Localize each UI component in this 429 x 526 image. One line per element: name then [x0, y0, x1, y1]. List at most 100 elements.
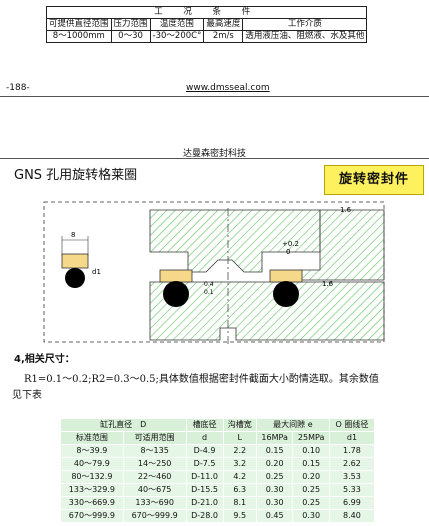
product-title: GNS 孔用旋转格莱圈: [14, 168, 138, 183]
conditions-header: 工作介质: [242, 18, 368, 31]
page-number: -188-: [6, 83, 30, 93]
table-subheader: 25MPa: [292, 431, 330, 445]
table-cell: 5.33: [328, 483, 376, 497]
conditions-table: 工 况 条 件 可提供直径范围 压力范围 温度范围 最高速度 工作介质 8～10…: [45, 6, 368, 43]
table-cell: 0.30: [255, 496, 294, 510]
table-row: 40～79.9 14～250 D-7.5 3.2 0.20 0.15 2.62: [60, 457, 376, 471]
tolerance-label: +0.2: [282, 240, 299, 248]
table-row: 80～132.9 22～460 D-11.0 4.2 0.25 0.20 3.5…: [60, 470, 376, 484]
roughness-label: 1.6: [322, 280, 334, 288]
o-ring-detail: [65, 268, 85, 288]
seal-detail: [61, 253, 89, 269]
table-cell: D-21.0: [185, 496, 224, 510]
conditions-value: -30～200C°: [149, 30, 205, 43]
table-cell: 4.2: [222, 470, 257, 484]
website-link[interactable]: www.dmsseal.com: [186, 83, 270, 93]
table-cell: 40～675: [122, 483, 187, 497]
table-cell: 6.3: [222, 483, 257, 497]
section-heading: 4,相关尺寸：: [14, 354, 75, 365]
table-cell: 670～999.9: [60, 509, 124, 523]
table-cell: D-11.0: [185, 470, 224, 484]
o-ring: [273, 281, 299, 307]
roughness-label: 0.4: [204, 281, 214, 288]
table-cell: 0.45: [255, 509, 294, 523]
table-row: 670～999.9 670～999.9 D-28.0 9.5 0.45 0.30…: [60, 509, 376, 523]
table-subheader: d: [185, 431, 224, 445]
conditions-header: 温度范围: [149, 18, 205, 31]
table-cell: 6.99: [328, 496, 376, 510]
company-name: 达曼森密封科技: [182, 149, 246, 159]
table-cell: 3.53: [328, 470, 376, 484]
table-cell: 2.62: [328, 457, 376, 471]
o-ring: [163, 281, 189, 307]
table-cell: 8～39.9: [60, 444, 124, 458]
dimensions-table: 缸孔直径 D 槽底径 沟槽宽 最大间隙 e O 圈线径 标准范围 可适用范围 d…: [60, 418, 376, 523]
table-cell: 8.40: [328, 509, 376, 523]
table-subheader: 16MPa: [255, 431, 294, 445]
table-cell: 0.30: [255, 483, 294, 497]
table-row: 8～39.9 8～135 D-4.9 2.2 0.15 0.10 1.78: [60, 444, 376, 458]
table-subheader: 可适用范围: [122, 431, 187, 445]
table-row: 133～329.9 40～675 D-15.5 6.3 0.30 0.25 5.…: [60, 483, 376, 497]
table-cell: 1.78: [328, 444, 376, 458]
table-cell: 0.15: [292, 457, 330, 471]
conditions-title: 工 况 条 件: [45, 6, 368, 19]
table-cell: 80～132.9: [60, 470, 124, 484]
brand-badge: 旋转密封件: [324, 165, 424, 195]
conditions-header: 可提供直径范围: [46, 18, 112, 31]
table-cell: D-4.9: [185, 444, 224, 458]
table-subheader: 标准范围: [60, 431, 124, 445]
table-cell: 3.2: [222, 457, 257, 471]
divider: [0, 158, 429, 159]
table-cell: 0.15: [255, 444, 294, 458]
tolerance-label: 0: [286, 248, 290, 256]
table-cell: 0.10: [292, 444, 330, 458]
table-cell: 22～460: [122, 470, 187, 484]
table-cell: 0.20: [255, 457, 294, 471]
shaft-section: [149, 281, 385, 341]
table-subheader: d1: [328, 431, 376, 445]
table-cell: D-7.5: [185, 457, 224, 471]
seal-drawing: 8 d1 1.6 1.6 0.4 0.1 +0.2 0: [43, 201, 385, 346]
glyd-ring: [269, 269, 303, 283]
table-cell: 8～135: [122, 444, 187, 458]
table-header: 槽底径: [185, 418, 224, 432]
table-cell: 133～329.9: [60, 483, 124, 497]
conditions-value: 8～1000mm: [46, 30, 112, 43]
conditions-header: 压力范围: [110, 18, 151, 31]
table-cell: 0.30: [292, 509, 330, 523]
table-header: 最大间隙 e: [255, 418, 330, 432]
table-cell: 0.25: [292, 496, 330, 510]
table-cell: D-15.5: [185, 483, 224, 497]
table-header: O 圈线径: [328, 418, 376, 432]
table-cell: 8.1: [222, 496, 257, 510]
table-cell: 0.20: [292, 470, 330, 484]
table-cell: 2.2: [222, 444, 257, 458]
conditions-value: 0～30: [110, 30, 151, 43]
table-cell: 670～999.9: [122, 509, 187, 523]
note-line: R1=0.1～0.2;R2=0.3～0.5;具体数值根据密封件截面大小酌情选取。…: [24, 374, 379, 385]
table-cell: 0.25: [292, 483, 330, 497]
roughness-label: 0.1: [204, 289, 214, 296]
table-cell: 40～79.9: [60, 457, 124, 471]
table-row: 330～669.9 133～690 D-21.0 8.1 0.30 0.25 6…: [60, 496, 376, 510]
table-cell: 9.5: [222, 509, 257, 523]
table-subheader: L: [222, 431, 257, 445]
table-cell: 14～250: [122, 457, 187, 471]
dim-label: 8: [71, 231, 75, 239]
divider: [0, 96, 429, 97]
dim-label: d1: [92, 268, 101, 276]
conditions-value: 2m/s: [203, 30, 244, 43]
roughness-label: 1.6: [340, 206, 352, 214]
note-text: R1=0.1～0.2;R2=0.3～0.5;具体数值根据密封件截面大小酌情选取。…: [12, 372, 416, 401]
conditions-header: 最高速度: [203, 18, 244, 31]
table-cell: D-28.0: [185, 509, 224, 523]
table-header: 缸孔直径 D: [60, 418, 187, 432]
conditions-value: 透用液压油、阻燃液、水及其他: [242, 30, 368, 43]
table-cell: 133～690: [122, 496, 187, 510]
table-cell: 330～669.9: [60, 496, 124, 510]
table-header: 沟槽宽: [222, 418, 257, 432]
note-line: 见下表: [12, 390, 42, 401]
table-cell: 0.25: [255, 470, 294, 484]
glyd-ring: [159, 269, 193, 283]
